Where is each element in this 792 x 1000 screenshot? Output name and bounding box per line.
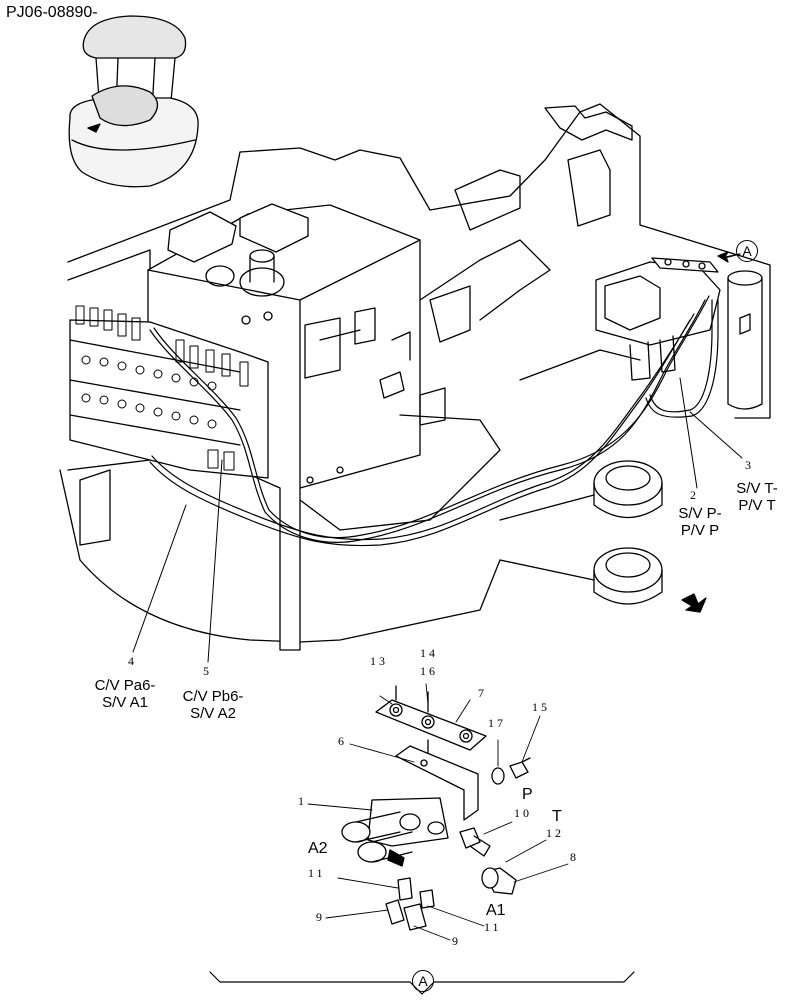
drawing-code: PJ06-08890-: [6, 4, 98, 21]
label-cv-pb6-line1: C/V Pb6-: [182, 688, 244, 705]
hose-lines: [149, 295, 719, 547]
callout-3: 3: [745, 458, 754, 472]
port-label-p: P: [522, 786, 533, 803]
callout-16: 16: [420, 664, 438, 678]
direction-arrow: [681, 593, 707, 613]
label-sv-t-line1: S/V T-: [736, 480, 778, 497]
callout-2: 2: [690, 488, 699, 502]
callout-15: 15: [532, 700, 550, 714]
callout-12: 12: [546, 826, 564, 840]
callout-6: 6: [338, 734, 347, 748]
callout-9-left: 9: [316, 910, 325, 924]
label-cv-pb6-line2: S/V A2: [190, 705, 236, 722]
hose-leaders: [132, 377, 743, 663]
view-arrow: [717, 251, 741, 263]
port-label-a1: A1: [486, 902, 506, 919]
callout-17: 17: [488, 716, 506, 730]
callout-5: 5: [203, 664, 212, 678]
label-sv-p-line1: S/V P-: [678, 505, 722, 522]
callout-9-right: 9: [452, 934, 461, 948]
callout-11-left: 11: [308, 866, 326, 880]
callout-4: 4: [128, 654, 137, 668]
callout-7: 7: [478, 686, 487, 700]
callout-10: 10: [514, 806, 532, 820]
label-sv-p-line2: P/V P: [680, 522, 720, 539]
callout-13: 13: [370, 654, 388, 668]
upper-structure: [59, 103, 771, 651]
label-cv-pa6-line2: S/V A1: [102, 694, 148, 711]
port-label-a2: A2: [308, 840, 328, 857]
label-cv-pa6-line1: C/V Pa6-: [94, 677, 156, 694]
label-sv-t-line2: P/V T: [738, 497, 776, 514]
view-marker-bottom: A: [412, 970, 434, 992]
callout-8: 8: [570, 850, 579, 864]
callout-14: 14: [420, 646, 438, 660]
exploded-view: [209, 683, 635, 995]
machine-thumbnail: [68, 15, 199, 188]
callout-1: 1: [298, 794, 307, 808]
port-label-t: T: [552, 808, 562, 825]
callout-11-right: 11: [484, 920, 502, 934]
view-marker-top: A: [736, 240, 758, 262]
